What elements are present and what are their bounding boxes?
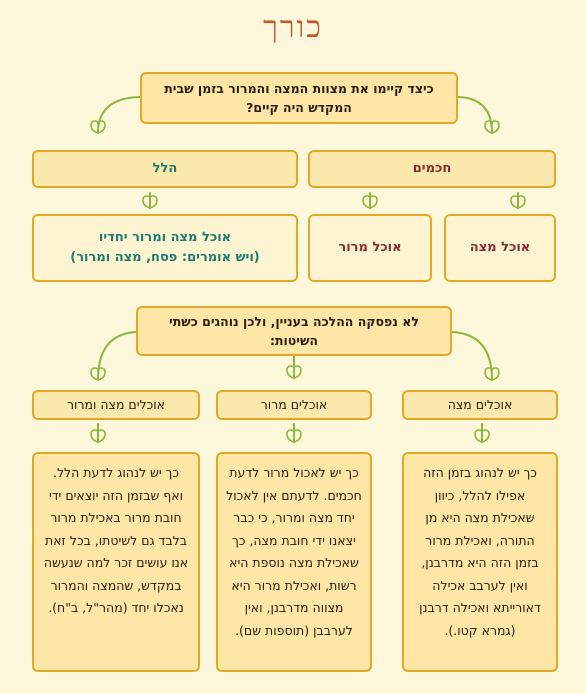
curl-icon [293, 429, 302, 443]
curl-icon [484, 367, 493, 381]
curl-icon [90, 120, 99, 134]
curl-icon [90, 367, 99, 381]
chachamim-header: חכמים [308, 150, 556, 188]
branch-left [97, 331, 137, 381]
hillel-header: הלל [32, 150, 298, 188]
curl-icon [484, 120, 493, 134]
curl-icon [517, 195, 526, 209]
curl-icon [362, 195, 371, 209]
curl-icon [491, 120, 500, 134]
hillel-option-line2: (ויש אומרים: פסח, מצה ומרור) [70, 250, 260, 265]
curl-icon [491, 367, 500, 381]
column-header-middle: אוכלים מרור [216, 390, 372, 420]
curl-icon [142, 195, 151, 209]
curl-icon [97, 120, 106, 134]
branch-right [451, 331, 493, 381]
column-body-middle: כך יש לאכול מרור לדעת חכמים. לדעתם אין ל… [216, 452, 372, 672]
hillel-option-line1: אוכל מצה ומרור יחדיו [98, 229, 232, 245]
curl-icon [149, 195, 158, 209]
curl-icon [286, 429, 295, 443]
curl-icon [474, 429, 483, 443]
column-header-left: אוכלים מצה ומרור [32, 390, 200, 420]
hillel-option: אוכל מצה ומרור יחדיו (ויש אומרים: פסח, מ… [32, 214, 298, 282]
page-title: כורך [263, 10, 323, 45]
question-box-2: לא נפסקה ההלכה בעניין, ולכן נוהגים כשתי … [136, 306, 452, 356]
chachamim-option-matzah: אוכל מצה [444, 214, 556, 282]
curl-icon [90, 429, 99, 443]
column-body-right: כך יש לנהוג בזמן הזה אפילו להלל, כיוון ש… [402, 452, 558, 672]
curl-icon [481, 429, 490, 443]
branch-hillel [97, 96, 141, 134]
curl-icon [369, 195, 378, 209]
curl-icon [97, 429, 106, 443]
curl-icon [286, 365, 295, 379]
question-box-1: כיצד קיימו את מצוות המצה והמרור בזמן שבי… [140, 72, 458, 124]
column-header-right: אוכלים מצה [402, 390, 558, 420]
branch-chachamim [457, 96, 493, 134]
curl-icon [293, 365, 302, 379]
column-body-left: כך יש לנהוג לדעת הלל. ואף שבזמן הזה יוצא… [32, 452, 200, 672]
curl-icon [97, 367, 106, 381]
chachamim-option-maror: אוכל מרור [308, 214, 432, 282]
curl-icon [510, 195, 519, 209]
